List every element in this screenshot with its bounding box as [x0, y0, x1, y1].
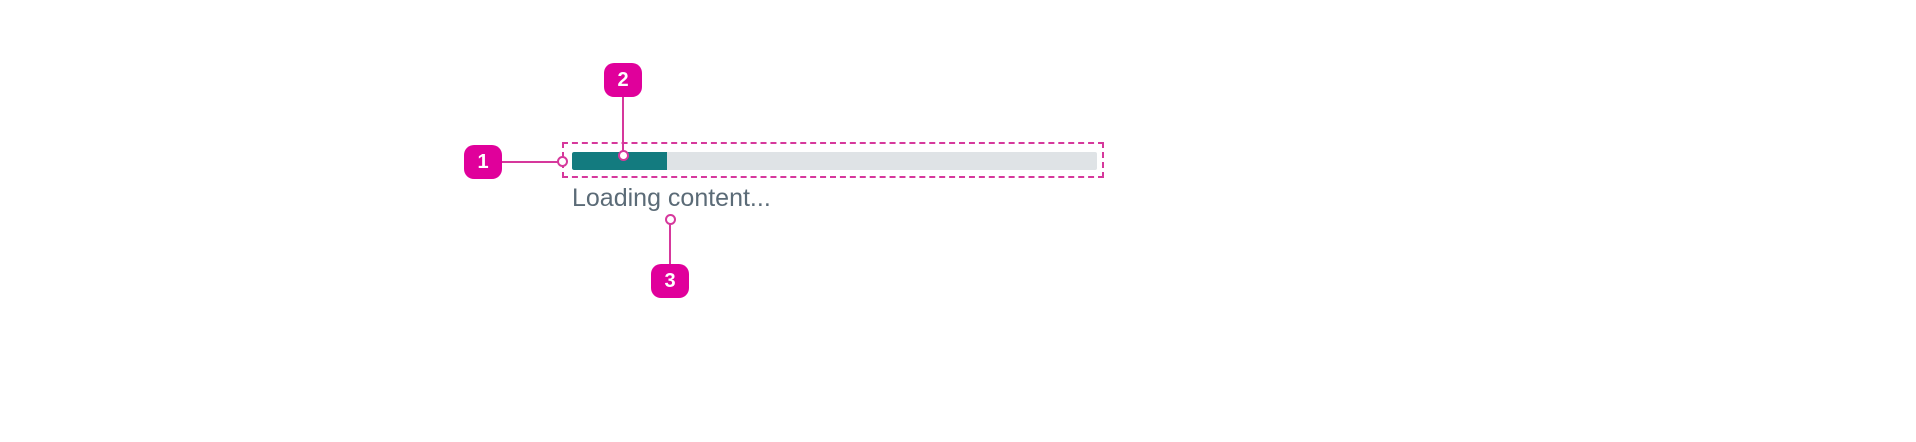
- callout-badge-2[interactable]: 2: [604, 63, 642, 97]
- progress-bar-track: [572, 152, 1097, 170]
- callout-marker-1: [557, 156, 568, 167]
- progress-bar-fill: [572, 152, 667, 170]
- callout-badge-3[interactable]: 3: [651, 264, 689, 298]
- callout-marker-2: [618, 150, 629, 161]
- callout-line-3: [669, 220, 671, 266]
- progress-bar-label: Loading content...: [572, 184, 771, 212]
- callout-line-1: [502, 161, 560, 163]
- callout-line-2: [622, 96, 624, 156]
- callout-badge-1[interactable]: 1: [464, 145, 502, 179]
- callout-marker-3: [665, 214, 676, 225]
